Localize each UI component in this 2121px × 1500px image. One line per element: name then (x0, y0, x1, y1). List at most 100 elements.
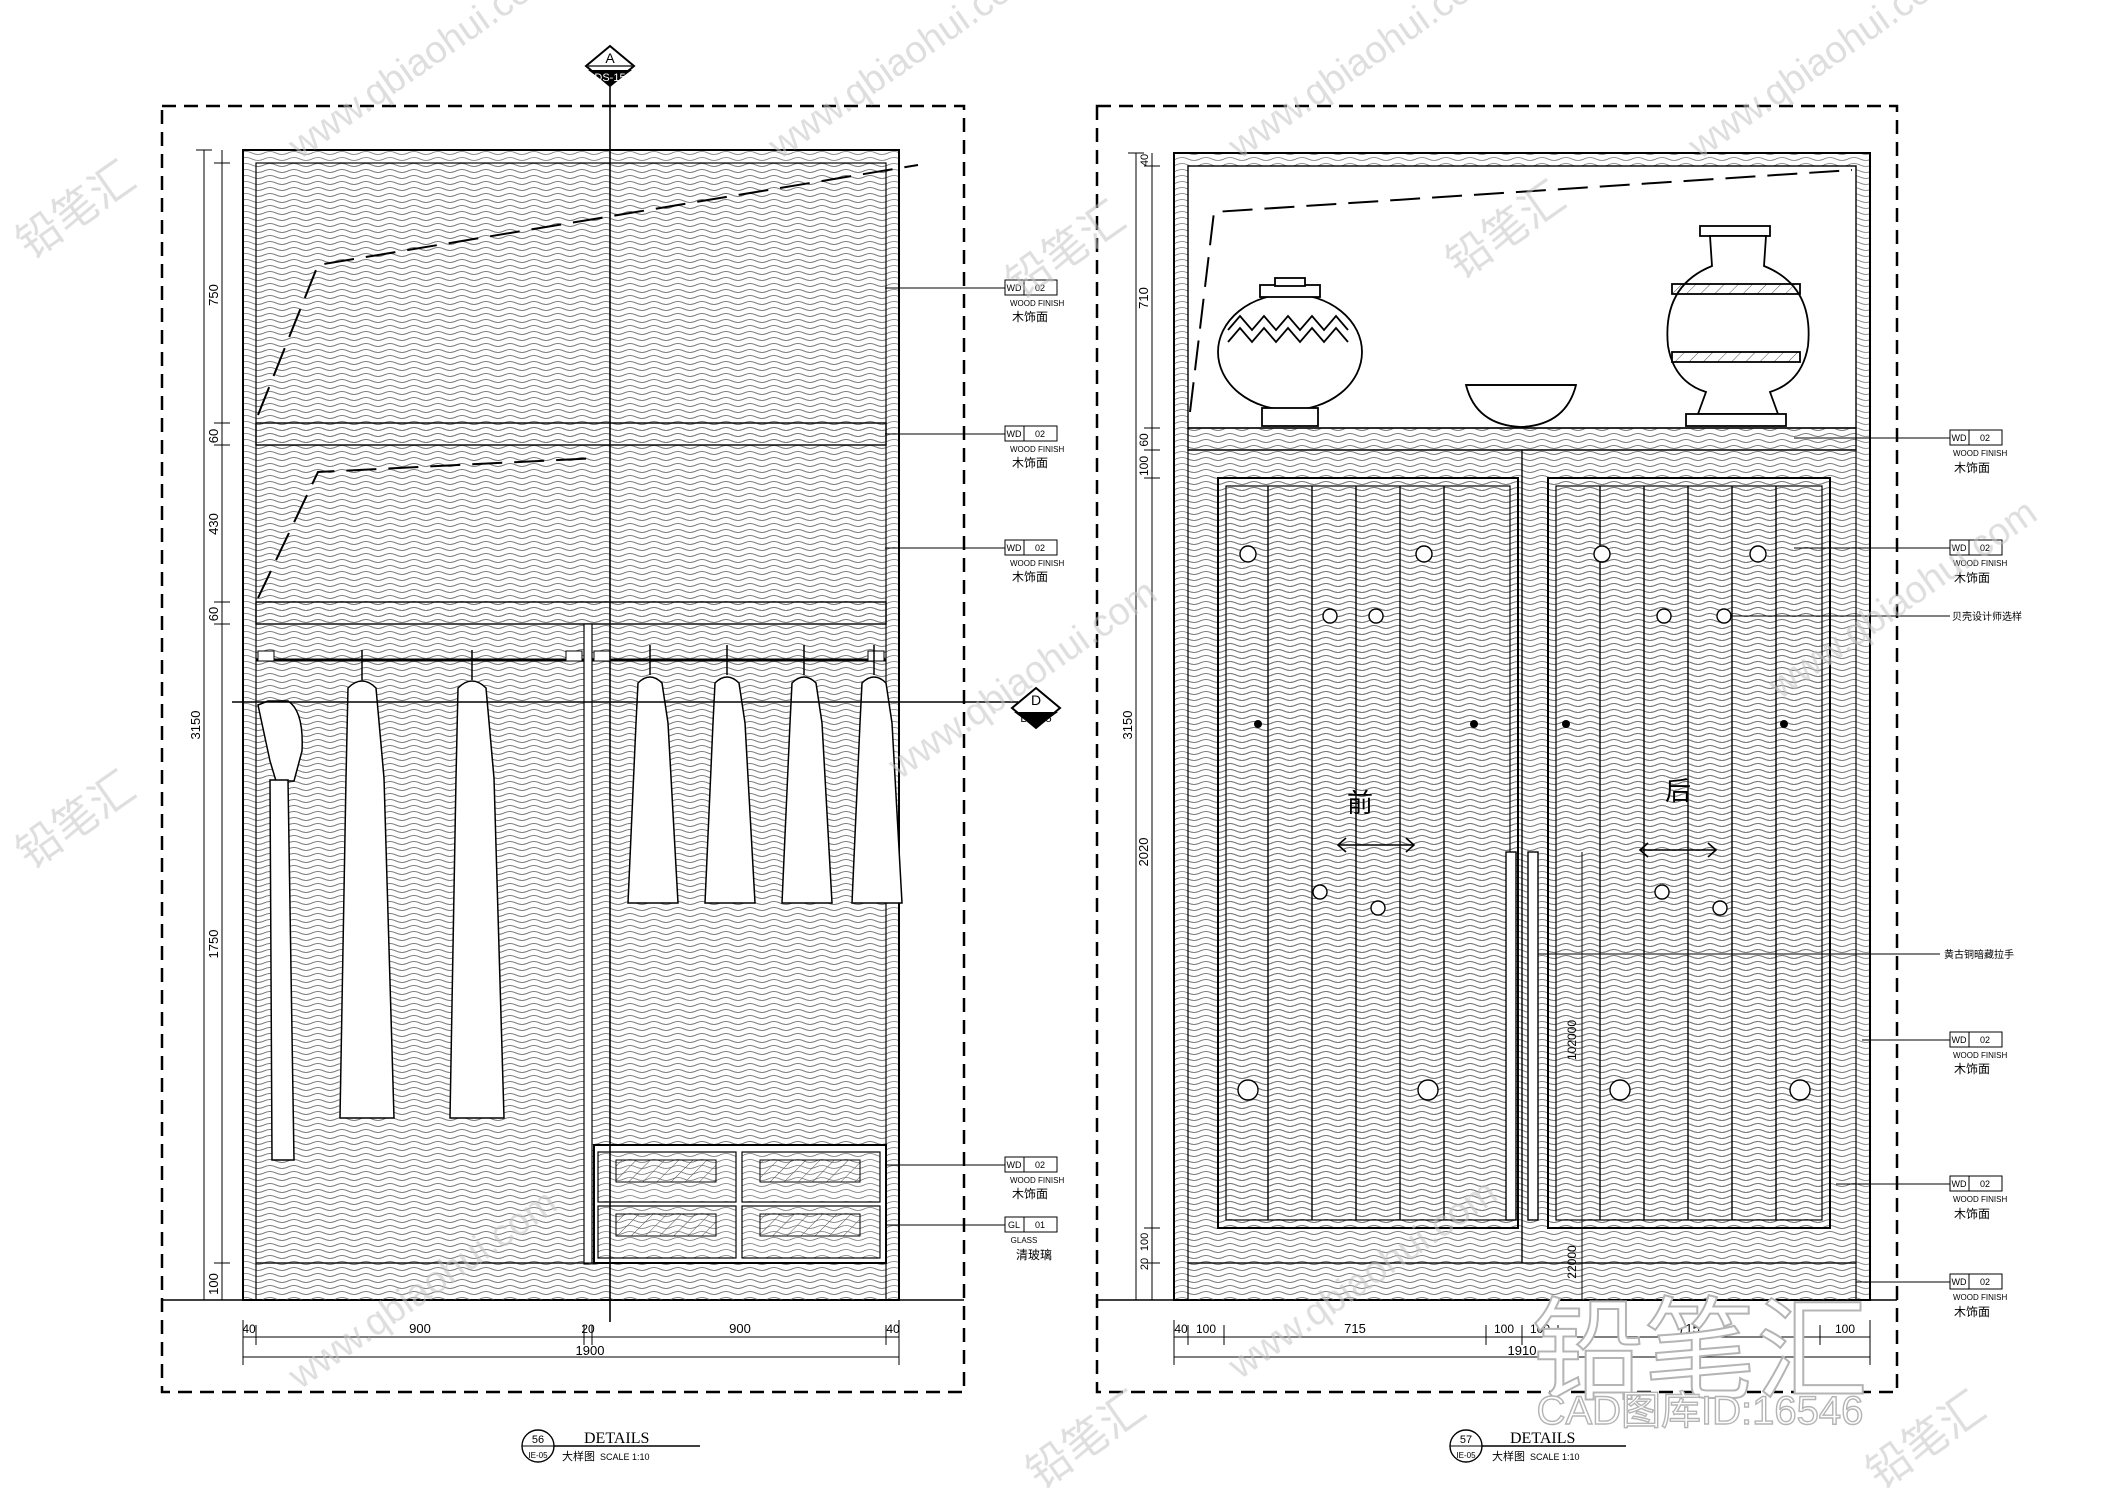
left-shelf-1 (255, 422, 887, 446)
left-callout-5: GL 01 GLASS 清玻璃 (885, 1216, 1058, 1262)
right-callout-5: WD 02 WOOD FINISH 木饰面 (1862, 1031, 2007, 1076)
brand-watermark-title: 铅笔汇 (1532, 1289, 1868, 1414)
right-dim-100b: 100 (1139, 1233, 1151, 1251)
watermark-cn-2: 铅笔汇 (8, 762, 144, 878)
right-callout-1-en: WOOD FINISH (1953, 449, 2007, 458)
right-callout-7: WD 02 WOOD FINISH 木饰面 (1856, 1273, 2007, 1319)
brand-watermark: 铅笔汇 CAD图库ID:16546 (1531, 1288, 1869, 1434)
left-callout-4-code: WD (1007, 1160, 1022, 1170)
right-callout-5-cn: 木饰面 (1954, 1062, 1990, 1076)
section-marker-d-letter: D (1031, 692, 1041, 708)
left-bdim-900a: 900 (409, 1321, 431, 1336)
door-label-front: 前 (1347, 788, 1373, 818)
vase-tall (1666, 225, 1810, 427)
right-callout-2-num: 02 (1980, 543, 1990, 553)
right-elevation: 前 后 40 710 60 100 2020 20 100 3150 10200… (1095, 104, 2022, 1463)
right-callout-1-code: WD (1952, 433, 1967, 443)
left-title-scale: SCALE 1:10 (600, 1452, 650, 1462)
left-dim-100: 100 (206, 1273, 221, 1295)
left-callout-3-code: WD (1007, 543, 1022, 553)
right-callout-6-code: WD (1952, 1179, 1967, 1189)
left-callout-1: WD 02 WOOD FINISH 木饰面 (885, 279, 1064, 324)
right-dashed-frame (1095, 104, 1899, 1394)
section-marker-a-sheet: DS-15 (594, 72, 625, 84)
left-callout-3-num: 02 (1035, 543, 1045, 553)
left-bdim-900b: 900 (729, 1321, 751, 1336)
left-vertical-dimensions (196, 149, 230, 1301)
door-knobs (1254, 720, 1788, 728)
watermark-url-4: www.qbiaohui.com (1680, 0, 1964, 168)
vase-round (1217, 277, 1363, 427)
left-dim-60b: 60 (206, 607, 221, 621)
left-callout-5-num: 01 (1035, 1220, 1045, 1230)
right-callout-6-cn: 木饰面 (1954, 1207, 1990, 1221)
right-dim-2020: 2020 (1136, 838, 1151, 867)
left-callout-1-en: WOOD FINISH (1010, 299, 1064, 308)
left-callout-2-code: WD (1007, 429, 1022, 439)
door-label-back: 后 (1665, 776, 1691, 806)
left-title-number: 56 (532, 1434, 544, 1446)
watermark-cn-1: 铅笔汇 (8, 152, 144, 268)
section-marker-a: A DS-15 (584, 44, 636, 88)
left-callout-4-en: WOOD FINISH (1010, 1176, 1064, 1185)
right-dim-60: 60 (1137, 433, 1151, 447)
shell-ornaments (1237, 545, 1811, 1101)
left-callout-5-cn: 清玻璃 (1016, 1248, 1052, 1262)
right-callout-6-num: 02 (1980, 1179, 1990, 1189)
right-callout-2-en: WOOD FINISH (1953, 559, 2007, 568)
left-callout-1-num: 02 (1035, 283, 1045, 293)
right-callout-1: WD 02 WOOD FINISH 木饰面 (1794, 429, 2007, 475)
right-callout-6: WD 02 WOOD FINISH 木饰面 (1836, 1175, 2007, 1221)
left-callout-2: WD 02 WOOD FINISH 木饰面 (885, 425, 1064, 470)
right-bdim-100a: 100 (1196, 1322, 1216, 1336)
right-bdim-715a: 715 (1344, 1321, 1366, 1336)
left-callout-4-num: 02 (1035, 1160, 1045, 1170)
right-dim-20: 20 (1139, 1258, 1151, 1270)
left-callout-2-en: WOOD FINISH (1010, 445, 1064, 454)
right-callout-5-num: 02 (1980, 1035, 1990, 1045)
watermark-url-2: www.qbiaohui.com (760, 0, 1044, 168)
right-callout-2: WD 02 WOOD FINISH 木饰面 (1794, 539, 2007, 585)
door-handle-right (1527, 851, 1539, 1221)
left-door (1217, 477, 1519, 1229)
right-title-scale: SCALE 1:10 (1530, 1452, 1580, 1462)
right-bdim-100d: 100 (1835, 1322, 1855, 1336)
watermark-cn-3: 铅笔汇 (998, 192, 1134, 308)
left-callout-3-en: WOOD FINISH (1010, 559, 1064, 568)
door-direction-arrows (1336, 837, 1718, 858)
right-callout-7-num: 02 (1980, 1277, 1990, 1287)
door-handle-left (1505, 851, 1517, 1221)
right-callout-2-cn: 木饰面 (1954, 571, 1990, 585)
right-dim-100: 100 (1137, 456, 1151, 476)
left-center-divider (583, 623, 593, 1265)
section-marker-a-letter: A (605, 50, 615, 66)
left-bdim-1900: 1900 (576, 1343, 605, 1358)
right-title-number: 57 (1460, 1434, 1472, 1446)
handle-dim-upper: 102000 (1565, 1020, 1579, 1060)
left-dim-3150: 3150 (188, 711, 203, 740)
left-callout-4: WD 02 WOOD FINISH 木饰面 (885, 1156, 1064, 1201)
watermark-cn-6: 铅笔汇 (1858, 1382, 1994, 1498)
right-drawing-title: 57 IE-05 DETAILS 大样图 SCALE 1:10 (1449, 1429, 1626, 1463)
left-title-en: DETAILS (584, 1430, 649, 1447)
left-long-coats (257, 650, 505, 1161)
bowl (1464, 384, 1578, 428)
right-callout-1-cn: 木饰面 (1954, 461, 1990, 475)
left-dim-60a: 60 (206, 429, 221, 443)
left-callout-5-en: GLASS (1011, 1236, 1038, 1245)
left-shelf-2 (255, 601, 887, 625)
right-title-en: DETAILS (1510, 1430, 1575, 1447)
brand-watermark-id: CAD图库ID:16546 (1537, 1389, 1864, 1433)
left-callout-5-code: GL (1008, 1220, 1020, 1230)
left-callout-3-cn: 木饰面 (1012, 570, 1048, 584)
right-dim-40: 40 (1139, 154, 1151, 166)
watermark-cn-5: 铅笔汇 (1018, 1382, 1154, 1498)
left-callout-2-num: 02 (1035, 429, 1045, 439)
left-callout-1-cn: 木饰面 (1012, 310, 1048, 324)
left-callout-2-cn: 木饰面 (1012, 456, 1048, 470)
right-bdim-100c: 100 (1530, 1322, 1550, 1336)
right-title-sheet: IE-05 (1456, 1451, 1476, 1460)
right-callout-5-en: WOOD FINISH (1953, 1051, 2007, 1060)
watermark-url-1: www.qbiaohui.com (280, 0, 564, 168)
left-elevation: A DS-15 D DS-15 750 60 430 60 1750 100 3… (160, 44, 1064, 1463)
